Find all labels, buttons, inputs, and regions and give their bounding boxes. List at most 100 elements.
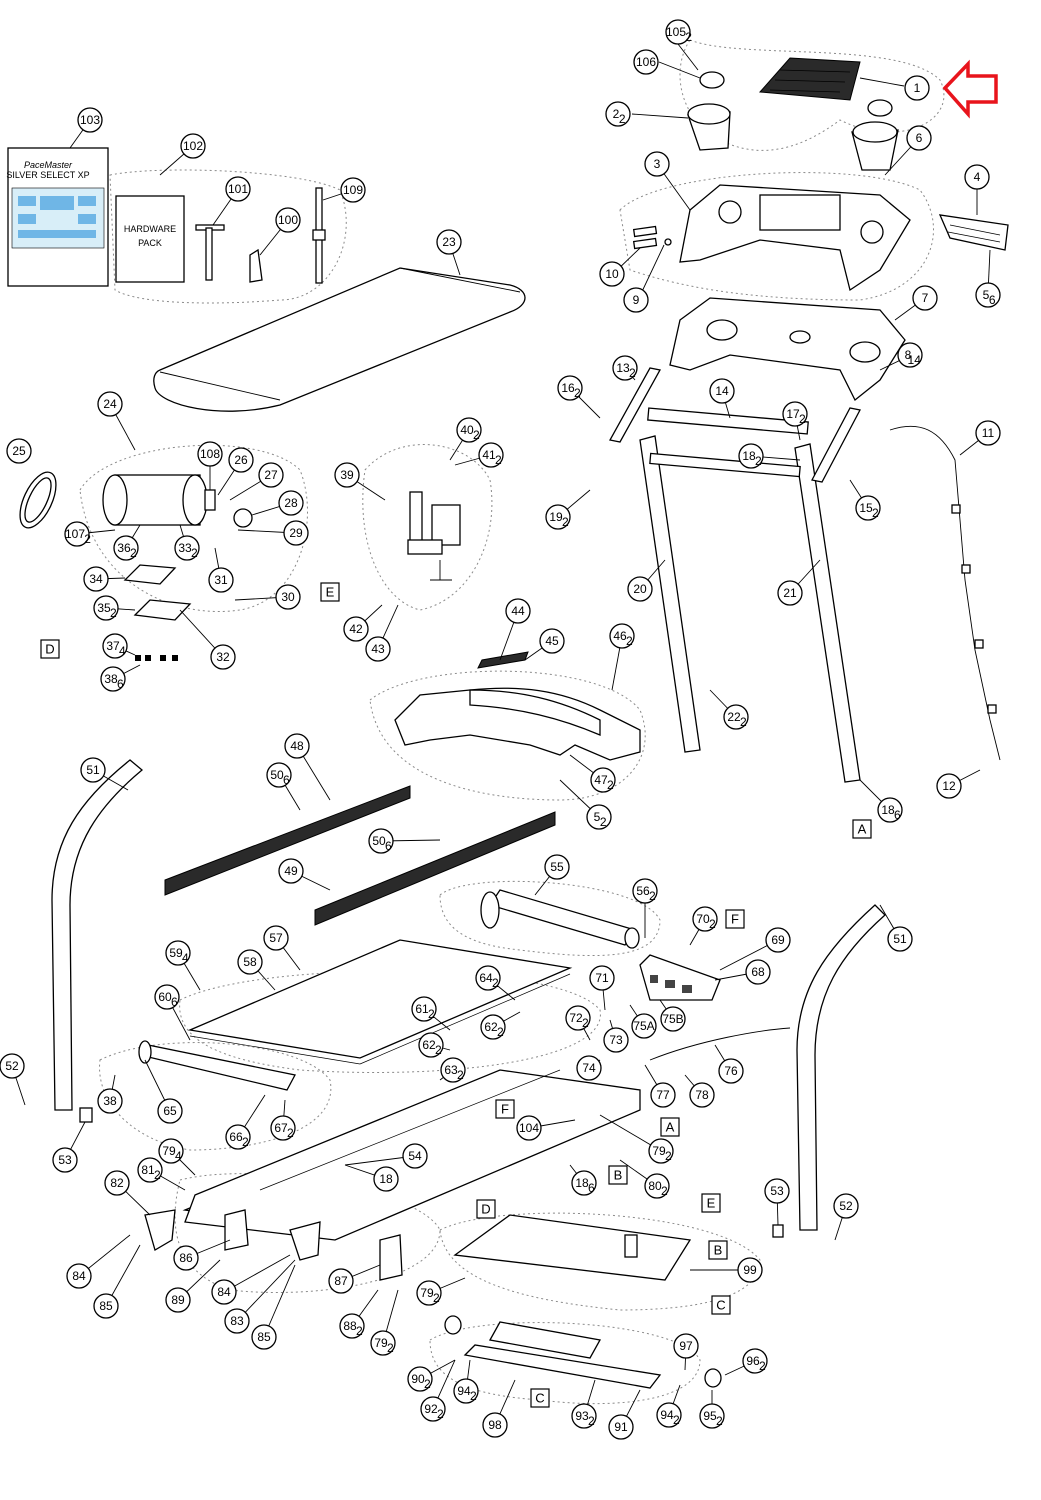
ref-box-C: C xyxy=(530,1388,550,1408)
svg-text:70: 70 xyxy=(696,912,710,926)
svg-text:33: 33 xyxy=(178,541,192,555)
ref-box-F: F xyxy=(495,1099,515,1119)
svg-text:E: E xyxy=(707,1196,716,1211)
svg-text:65: 65 xyxy=(163,1104,177,1118)
callout-part-86: 86 xyxy=(173,1245,199,1271)
callout-part-20: 20 xyxy=(627,576,653,602)
svg-text:6: 6 xyxy=(385,839,392,853)
callout-part-28: 28 xyxy=(278,490,304,516)
svg-text:75B: 75B xyxy=(662,1012,683,1026)
callout-part-85: 85 xyxy=(93,1293,119,1319)
callout-part-78: 78 xyxy=(689,1082,715,1108)
callout-part-53: 53 xyxy=(764,1178,790,1204)
svg-text:93: 93 xyxy=(575,1409,589,1423)
callout-part-55: 55 xyxy=(544,854,570,880)
svg-text:2: 2 xyxy=(356,1324,363,1338)
callout-part-42: 42 xyxy=(343,616,369,642)
svg-text:35: 35 xyxy=(97,601,111,615)
svg-text:15: 15 xyxy=(859,501,873,515)
svg-text:4: 4 xyxy=(119,644,126,658)
callout-part-84-b0: 84 xyxy=(211,1279,237,1305)
svg-text:2: 2 xyxy=(492,976,499,990)
callout-part-6: 6 xyxy=(906,125,932,151)
owners-manual-part: PaceMaster SILVER SELECT XP xyxy=(6,147,109,287)
svg-text:4: 4 xyxy=(182,951,189,965)
svg-text:13: 13 xyxy=(616,361,630,375)
svg-text:63: 63 xyxy=(444,1063,458,1077)
callout-part-11: 11 xyxy=(975,420,1001,446)
callout-part-69: 69 xyxy=(765,927,791,953)
callout-part-3: 3 xyxy=(644,151,670,177)
svg-text:2: 2 xyxy=(495,453,502,467)
svg-text:2: 2 xyxy=(470,1389,477,1403)
svg-text:2: 2 xyxy=(437,1407,444,1421)
callout-part-31: 31 xyxy=(208,567,234,593)
svg-text:47: 47 xyxy=(594,773,608,787)
svg-text:62: 62 xyxy=(484,1020,498,1034)
callout-part-103: 103 xyxy=(77,107,103,133)
svg-text:20: 20 xyxy=(633,582,647,596)
ref-box-D: D xyxy=(40,639,60,659)
motor-brackets-part xyxy=(123,564,192,661)
right-handrail-part xyxy=(796,904,886,1231)
svg-text:34: 34 xyxy=(89,572,103,586)
left-handrail-part xyxy=(51,759,144,1111)
svg-text:27: 27 xyxy=(264,468,278,482)
svg-text:2: 2 xyxy=(665,1149,672,1163)
callout-part-23: 23 xyxy=(436,229,462,255)
svg-text:79: 79 xyxy=(374,1336,388,1350)
callout-part-53: 53 xyxy=(52,1147,78,1173)
svg-text:18: 18 xyxy=(881,803,895,817)
svg-text:14: 14 xyxy=(908,353,922,367)
svg-text:16: 16 xyxy=(561,381,575,395)
svg-text:100: 100 xyxy=(278,213,298,227)
svg-text:66: 66 xyxy=(229,1130,243,1144)
svg-text:14: 14 xyxy=(715,384,729,398)
svg-text:D: D xyxy=(481,1202,490,1217)
console-overlay-part xyxy=(699,57,893,117)
callout-part-27: 27 xyxy=(258,462,284,488)
svg-text:C: C xyxy=(535,1391,544,1406)
svg-text:6: 6 xyxy=(171,995,178,1009)
svg-text:23: 23 xyxy=(442,235,456,249)
circuit-board-part xyxy=(938,214,1009,251)
svg-text:54: 54 xyxy=(408,1149,422,1163)
callout-part-8: 814 xyxy=(897,342,923,368)
svg-text:76: 76 xyxy=(724,1064,738,1078)
ref-box-A: A xyxy=(660,1117,680,1137)
callout-part-68: 68 xyxy=(745,959,771,985)
svg-text:6: 6 xyxy=(283,773,290,787)
callout-part-99: 99 xyxy=(737,1257,763,1283)
console-lower-cover-part xyxy=(669,297,906,402)
svg-text:D: D xyxy=(45,642,54,657)
svg-text:2: 2 xyxy=(661,1184,668,1198)
svg-text:82: 82 xyxy=(110,1176,124,1190)
upright-frame-part xyxy=(608,367,861,783)
svg-text:2: 2 xyxy=(130,546,137,560)
svg-text:26: 26 xyxy=(234,453,248,467)
svg-text:37: 37 xyxy=(106,639,120,653)
manual-model-text: SILVER SELECT XP xyxy=(6,170,89,180)
svg-text:4: 4 xyxy=(974,170,981,184)
ref-box-B: B xyxy=(608,1165,628,1185)
svg-text:25: 25 xyxy=(12,444,26,458)
